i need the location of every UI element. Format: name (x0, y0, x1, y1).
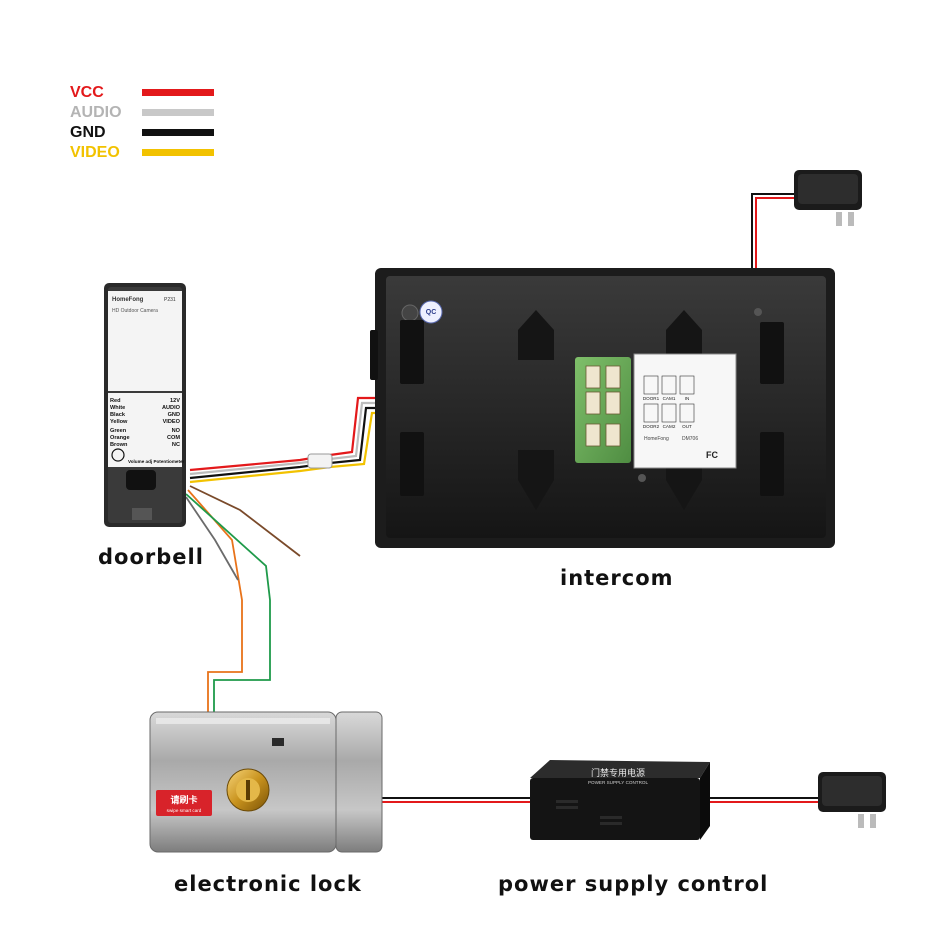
doorbell-pinout: Red 12V White AUDIO Black GND Yellow VID… (110, 398, 181, 448)
intercom-vents-left (400, 320, 424, 496)
legend-swatch-gnd (142, 129, 214, 136)
legend-label-vcc: VCC (70, 84, 104, 101)
pin-wire-1: Red (110, 398, 121, 404)
legend-label-audio: AUDIO (70, 104, 122, 121)
intercom-pcb (575, 357, 631, 463)
pin-wire-5: Green (110, 428, 127, 434)
intercom-label-brand: HomeFong (644, 436, 669, 442)
psu-title-en: POWER SUPPLY CONTROL (588, 780, 649, 785)
legend-swatch-audio (142, 109, 214, 116)
doorbell-adjust-label: Volume adj Potentiometer (128, 459, 185, 464)
lock-badge (156, 790, 212, 816)
potentiometer-icon (111, 448, 125, 462)
electronic-lock: 请刷卡 swipe smart card (149, 711, 383, 853)
doorbell-cable-grommet (126, 470, 156, 490)
port-label-out: OUT (682, 424, 692, 429)
legend-label-video: VIDEO (70, 144, 120, 161)
pin-fn-7: NC (172, 442, 180, 448)
legend-label-gnd: GND (70, 124, 106, 141)
intercom-qc-sticker (419, 300, 443, 324)
psu-title-cn: 门禁专用电源 (591, 767, 645, 779)
doorbell-camera: HomeFong P231 HD Outdoor Camera Red 12V … (104, 283, 186, 527)
power-adapter-top (794, 170, 862, 226)
port-label-cam2: CAM2 (663, 424, 676, 429)
pin-fn-6: COM (167, 435, 180, 441)
pin-wire-2: White (110, 405, 125, 411)
doorbell-spec-label (108, 291, 182, 391)
port-label-door2: DOOR2 (643, 424, 660, 429)
pin-wire-6: Orange (110, 435, 130, 441)
wire-no-green (185, 493, 271, 718)
doorbell-to-lock-cable (185, 485, 301, 718)
port-label-door1: DOOR1 (643, 396, 660, 401)
wire-com-orange (187, 489, 243, 718)
intercom-fc-mark: FC (706, 450, 718, 460)
pin-fn-4: VIDEO (163, 419, 181, 425)
lock-badge-text: 请刷卡 (170, 794, 197, 806)
port-label-in: IN (685, 396, 690, 401)
doorbell-brand: HomeFong (112, 297, 144, 303)
intercom-label-model: DM706 (682, 436, 698, 442)
pin-fn-1: 12V (170, 398, 180, 404)
pin-fn-2: AUDIO (162, 405, 181, 411)
pin-fn-5: NO (172, 428, 181, 434)
lock-badge-subtext: swipe smart card (167, 808, 202, 813)
power-adapter-bottom (818, 772, 886, 828)
wire-spare (185, 496, 239, 581)
wire-connector (307, 453, 333, 469)
intercom-port-labels: DOOR1 CAM1 IN DOOR2 CAM2 OUT (643, 375, 695, 429)
lock-power-cable (382, 797, 820, 803)
caption-power-supply-control: power supply control (498, 872, 769, 896)
legend-swatch-video (142, 149, 214, 156)
doorbell-model: P231 (164, 297, 176, 303)
caption-intercom: intercom (560, 566, 674, 590)
caption-doorbell: doorbell (98, 545, 204, 569)
pin-wire-4: Yellow (110, 419, 128, 425)
intercom-qc-text: QC (426, 309, 437, 316)
intercom-monitor: QC DOOR1 CAM1 IN (370, 268, 835, 548)
pin-wire-3: Black (110, 412, 126, 418)
intercom-vents-right (760, 322, 784, 496)
caption-electronic-lock: electronic lock (174, 872, 362, 896)
intercom-ports (585, 365, 621, 447)
intercom-rear-label (633, 353, 737, 469)
doorbell-subtitle: HD Outdoor Camera (112, 308, 158, 314)
legend-swatch-vcc (142, 89, 214, 96)
pin-wire-7: Brown (110, 442, 128, 448)
pin-fn-3: GND (168, 412, 180, 418)
wire-nc-brown (189, 485, 301, 557)
power-supply-control-box: 门禁专用电源 POWER SUPPLY CONTROL (530, 760, 710, 840)
port-label-cam1: CAM1 (663, 396, 676, 401)
